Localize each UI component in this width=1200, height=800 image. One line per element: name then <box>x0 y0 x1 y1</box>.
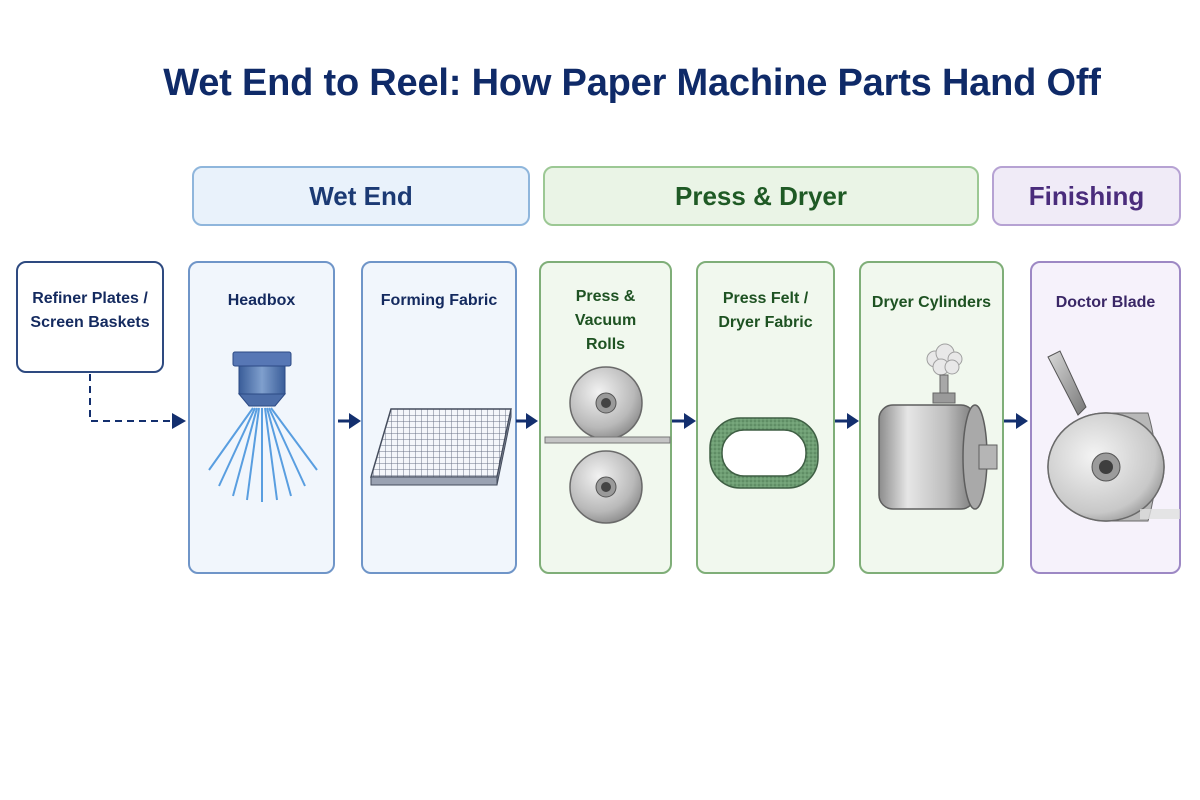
arrow-refiner-headbox <box>172 413 186 429</box>
stage-headbox-card: Headbox <box>188 261 335 574</box>
headbox-icon <box>208 351 318 502</box>
page-title: Wet End to Reel: How Paper Machine Parts… <box>163 62 1101 104</box>
dashed-connector <box>89 374 172 422</box>
stage-press-card: Press & Vacuum Rolls <box>539 261 672 574</box>
stage-doctor-card: Doctor Blade <box>1030 261 1181 574</box>
stage-refiner-label: Refiner Plates / Screen Baskets <box>30 290 150 331</box>
section-finishing: Finishing <box>992 166 1181 226</box>
forming-fabric-icon <box>369 408 512 486</box>
doctor-blade-icon <box>1047 350 1180 522</box>
felt-loop-icon <box>709 417 819 489</box>
stage-doctor-label: Doctor Blade <box>1055 294 1156 311</box>
arrow-press-felt <box>684 413 696 429</box>
stage-refiner-card: Refiner Plates / Screen Baskets <box>16 261 164 373</box>
stage-forming-card: Forming Fabric <box>361 261 517 574</box>
dryer-cylinder-icon <box>878 343 998 510</box>
stage-forming-label: Forming Fabric <box>380 292 498 309</box>
stage-felt-label: Press Felt / Dryer Fabric <box>718 290 813 331</box>
arrow-forming-press <box>526 413 538 429</box>
stage-dryer-card: Dryer Cylinders <box>859 261 1004 574</box>
steam-icon <box>926 343 963 376</box>
stage-headbox-label: Headbox <box>227 292 296 309</box>
stage-press-label: Press & Vacuum Rolls <box>574 288 637 353</box>
stage-dryer-label: Dryer Cylinders <box>871 294 992 311</box>
section-wet-end: Wet End <box>192 166 530 226</box>
section-press-dryer: Press & Dryer <box>543 166 979 226</box>
arrow-headbox-forming <box>349 413 361 429</box>
arrow-felt-dryer <box>847 413 859 429</box>
stage-felt-card: Press Felt / Dryer Fabric <box>696 261 835 574</box>
arrow-dryer-doctor <box>1016 413 1028 429</box>
press-rolls-icon <box>544 366 671 524</box>
